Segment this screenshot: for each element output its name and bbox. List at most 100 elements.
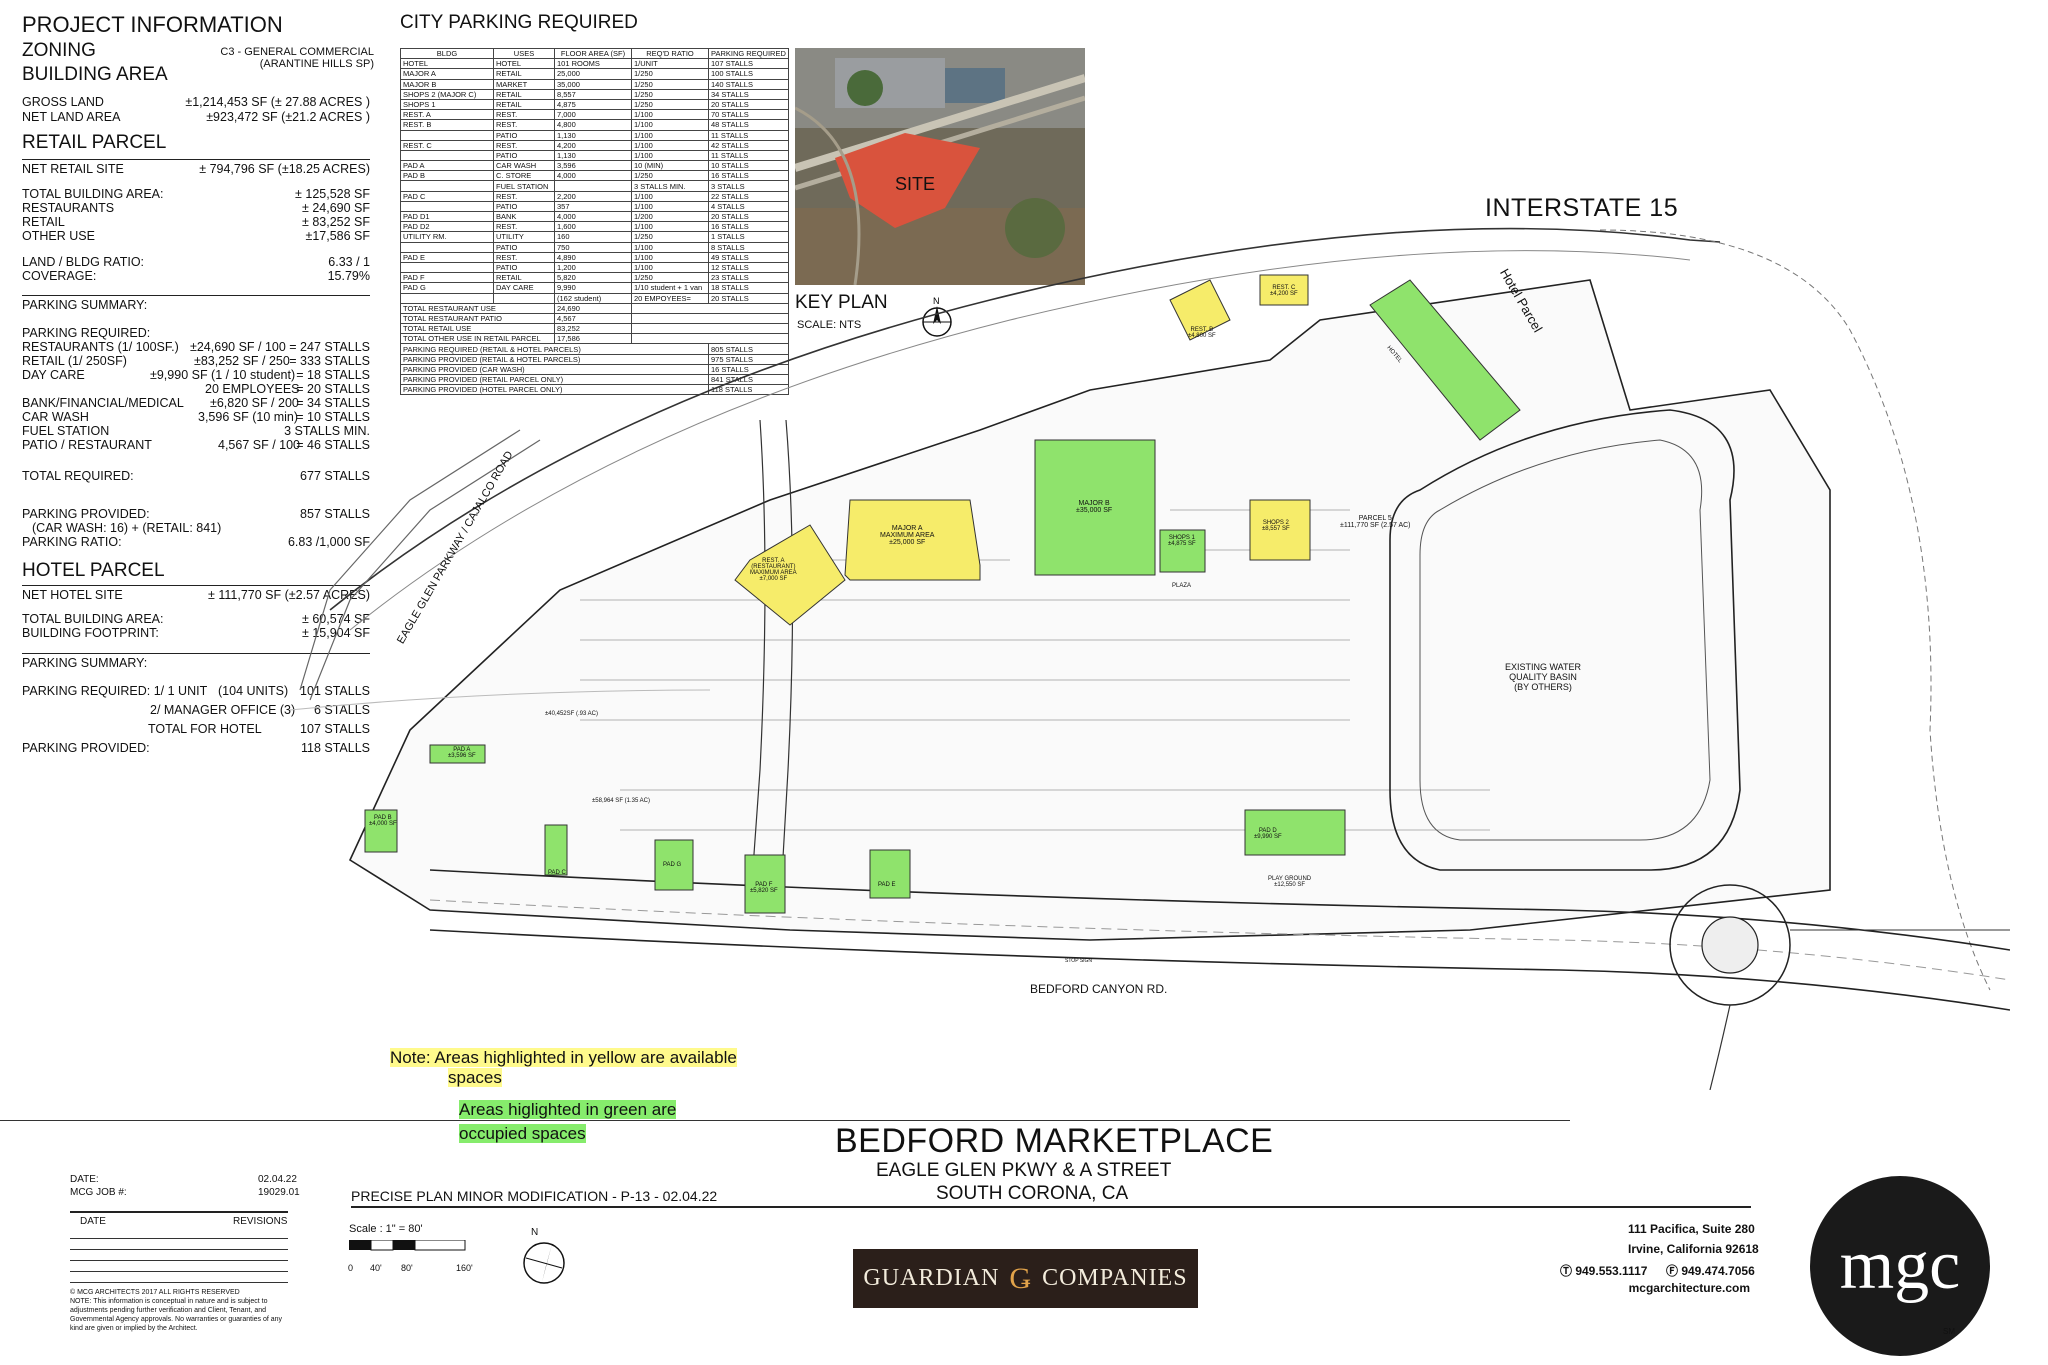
parking-table-cell: 8,557 bbox=[554, 88, 632, 100]
guardian-word: GUARDIAN bbox=[863, 1265, 1000, 1291]
parking-table-header-cell: USES bbox=[493, 47, 555, 60]
parking-table-cell: HOTEL bbox=[493, 58, 555, 70]
parking-table-cell bbox=[400, 129, 494, 141]
parking-table-cell: RETAIL bbox=[493, 98, 555, 111]
parking-table-cell: REST. B bbox=[400, 119, 494, 131]
date-label: DATE: bbox=[70, 1174, 99, 1185]
parking-table-cell: PATIO bbox=[493, 129, 555, 141]
parking-provided-value: 118 STALLS bbox=[708, 384, 789, 396]
title-block-divider bbox=[0, 1120, 1570, 1121]
north-label: N bbox=[531, 1227, 539, 1238]
plan-modification-label: PRECISE PLAN MINOR MODIFICATION - P-13 -… bbox=[351, 1188, 718, 1204]
office-address-2: Irvine, California 92618 bbox=[1628, 1242, 1759, 1256]
retail-parcel-heading: RETAIL PARCEL bbox=[22, 132, 167, 153]
revisions-table bbox=[70, 1228, 288, 1283]
key-plan-aerial-image: SITE bbox=[795, 48, 1085, 285]
copyright-text: © MCG ARCHITECTS 2017 ALL RIGHTS RESERVE… bbox=[70, 1289, 240, 1296]
scale-tick-80: 80' bbox=[401, 1263, 413, 1273]
parking-table-cell: 35,000 bbox=[554, 78, 632, 90]
revisions-rule bbox=[70, 1211, 288, 1213]
parking-table-cell: 107 STALLS bbox=[708, 58, 789, 70]
area-label-1: ±40,452SF (.93 AC) bbox=[545, 711, 598, 717]
parking-table-cell: PATIO bbox=[493, 149, 555, 162]
shops-1-building bbox=[1159, 529, 1206, 573]
key-plan-title: KEY PLAN bbox=[795, 292, 888, 313]
guardian-companies-logo: GUARDIAN Ǥ COMPANIES bbox=[853, 1249, 1198, 1308]
pad-f-building bbox=[744, 854, 786, 914]
parking-table-cell: 1/100 bbox=[631, 119, 709, 131]
north-arrow-icon bbox=[523, 1242, 565, 1284]
pad-c-building bbox=[544, 824, 568, 876]
shops-2-label: SHOPS 2 ±8,557 SF bbox=[1262, 520, 1290, 532]
scale-bar-icon bbox=[349, 1240, 466, 1251]
parking-table-cell: HOTEL bbox=[400, 58, 494, 70]
project-address-1: EAGLE GLEN PKWY & A STREET bbox=[876, 1160, 1172, 1181]
building-area-heading: BUILDING AREA bbox=[22, 64, 168, 85]
water-basin-label: EXISTING WATER QUALITY BASIN (BY OTHERS) bbox=[1505, 662, 1582, 692]
parking-table-header-cell: REQ'D RATIO bbox=[631, 47, 709, 60]
parking-table-header-cell: BLDG bbox=[400, 47, 494, 60]
parking-table-cell: 48 STALLS bbox=[708, 119, 789, 131]
project-info-title: PROJECT INFORMATION bbox=[22, 12, 283, 37]
plan-rule bbox=[351, 1206, 1751, 1208]
parking-table-cell: MAJOR B bbox=[400, 78, 494, 90]
parking-table-cell: REST. bbox=[493, 109, 555, 121]
note-yellow: Note: Areas highlighted in yellow are av… bbox=[390, 1048, 737, 1088]
parking-table-header-cell: PARKING REQUIRED bbox=[708, 47, 789, 60]
parking-table-cell: 1/100 bbox=[631, 149, 709, 162]
interstate-label: INTERSTATE 15 bbox=[1485, 194, 1679, 222]
parking-table-header-cell: FLOOR AREA (SF) bbox=[554, 47, 632, 60]
office-website: mcgarchitecture.com bbox=[1628, 1281, 1750, 1295]
rest-c-label: REST. C ±4,200 SF bbox=[1270, 285, 1298, 297]
job-value: 19029.01 bbox=[258, 1187, 300, 1198]
parking-table-cell: 101 ROOMS bbox=[554, 58, 632, 70]
parking-table-cell: MAJOR A bbox=[400, 68, 494, 80]
pad-a-label: PAD A ±3,596 SF bbox=[448, 747, 476, 759]
office-fax: Ⓕ 949.474.7056 bbox=[1666, 1264, 1755, 1278]
key-plan-site-area bbox=[835, 133, 980, 228]
parking-table-cell bbox=[400, 149, 494, 162]
office-address-1: 111 Pacifica, Suite 280 bbox=[1628, 1222, 1755, 1236]
parking-table-cell: 100 STALLS bbox=[708, 68, 789, 80]
major-a-label: MAJOR A MAXIMUM AREA ±25,000 SF bbox=[880, 525, 935, 546]
parking-table-cell: REST. C bbox=[400, 139, 494, 151]
parking-table-cell: REST. bbox=[493, 119, 555, 131]
scale-tick-160: 160' bbox=[456, 1263, 473, 1273]
mgc-logo: mgc bbox=[1810, 1176, 1990, 1356]
parking-table-cell: 1/250 bbox=[631, 78, 709, 90]
rest-a-building bbox=[734, 524, 846, 626]
office-phone: Ⓣ 949.553.1117 bbox=[1560, 1264, 1648, 1278]
zoning-value-sub: (ARANTINE HILLS SP) bbox=[259, 58, 374, 70]
pad-b-building bbox=[364, 809, 398, 853]
parking-table-cell: 34 STALLS bbox=[708, 88, 789, 100]
pad-c-label: PAD C bbox=[548, 870, 566, 876]
hotel-parcel-heading: HOTEL PARCEL bbox=[22, 560, 165, 581]
parking-table-cell: 1,130 bbox=[554, 129, 632, 141]
pad-g-building bbox=[654, 839, 694, 891]
city-parking-title: CITY PARKING REQUIRED bbox=[400, 12, 638, 33]
pad-f-label: PAD F ±5,820 SF bbox=[750, 882, 778, 894]
parking-table-cell: 4,200 bbox=[554, 139, 632, 151]
job-label: MCG JOB #: bbox=[70, 1187, 127, 1198]
disclaimer-text: NOTE: This information is conceptual in … bbox=[70, 1298, 283, 1332]
parking-table-cell: 1/100 bbox=[631, 139, 709, 151]
parking-table-cell: 1/100 bbox=[631, 109, 709, 121]
scale-label: Scale : 1" = 80' bbox=[349, 1223, 423, 1235]
hotel-parking-summary: PARKING SUMMARY: bbox=[22, 653, 370, 670]
parking-table-cell: 4,800 bbox=[554, 119, 632, 131]
pad-d-building bbox=[1244, 809, 1346, 856]
rest-b-label: REST. B ±4,800 SF bbox=[1188, 327, 1216, 339]
pad-b-label: PAD B ±4,000 SF bbox=[369, 815, 397, 827]
mgc-service-mark: SM bbox=[1943, 1327, 1955, 1336]
parking-table-cell: 20 STALLS bbox=[708, 98, 789, 111]
revisions-header: REVISIONS bbox=[233, 1216, 288, 1227]
key-plan-site-label: SITE bbox=[895, 174, 936, 194]
site-plan-drawing bbox=[290, 227, 2010, 1090]
parking-provided-row: PARKING PROVIDED (HOTEL PARCEL ONLY)118 … bbox=[400, 384, 789, 396]
area-label-2: ±58,964 SF (1.35 AC) bbox=[592, 798, 650, 804]
